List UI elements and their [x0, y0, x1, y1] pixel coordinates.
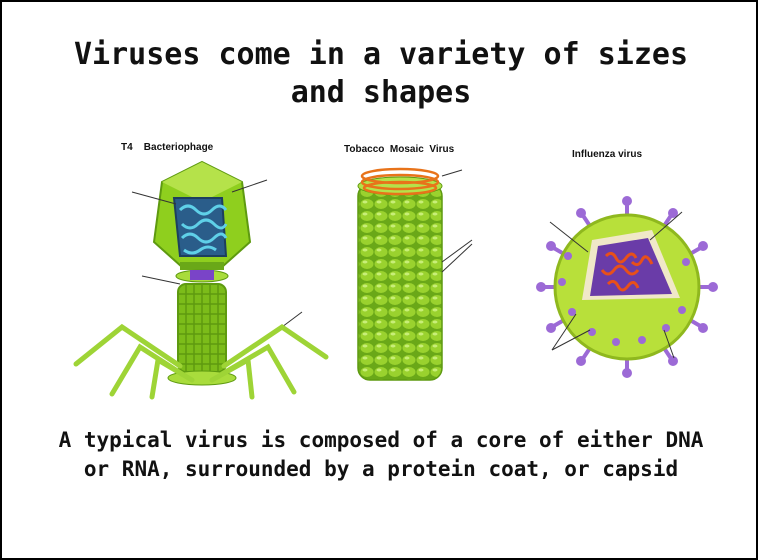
tobacco-mosaic-virus-label: Tobacco Mosaic Virus	[344, 144, 454, 155]
slide-title: Viruses come in a variety of sizes and s…	[42, 36, 720, 112]
influenza-virus-illustration	[532, 192, 722, 382]
tobacco-mosaic-virus-illustration	[332, 162, 492, 394]
t4-bacteriophage-illustration	[62, 152, 342, 402]
slide-caption: A typical virus is composed of a core of…	[42, 426, 720, 484]
influenza-virus-label: Influenza virus	[572, 149, 642, 160]
